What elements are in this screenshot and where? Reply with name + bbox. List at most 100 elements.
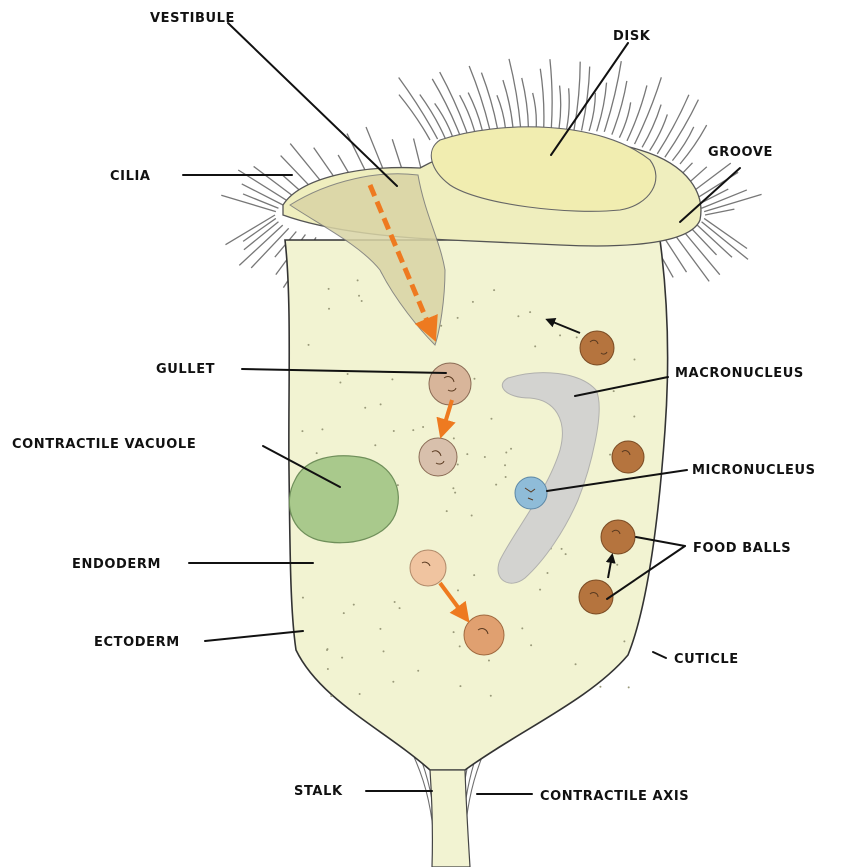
speckle	[534, 345, 536, 347]
cilium	[582, 67, 590, 131]
cilium	[497, 95, 506, 132]
cilium	[650, 114, 668, 150]
speckle	[392, 681, 394, 683]
speckle	[457, 589, 459, 591]
speckle	[530, 644, 532, 646]
label-gullet: GULLET	[156, 362, 215, 377]
speckle	[459, 685, 461, 687]
speckle	[505, 452, 507, 454]
food-ball	[419, 438, 457, 476]
speckle	[473, 574, 475, 576]
speckle	[302, 597, 304, 599]
speckle	[412, 429, 414, 431]
speckle	[357, 279, 359, 281]
speckle	[521, 627, 523, 629]
speckle	[417, 670, 419, 672]
food-ball	[580, 331, 614, 365]
speckle	[341, 657, 343, 659]
speckle	[546, 572, 548, 574]
cilium	[704, 218, 747, 248]
speckle	[576, 336, 578, 338]
cilium	[691, 228, 716, 255]
speckle	[327, 668, 329, 670]
speckle	[353, 604, 355, 606]
speckle	[440, 325, 442, 327]
speckle	[495, 484, 497, 486]
speckle	[358, 295, 360, 297]
speckle	[383, 650, 385, 652]
speckle	[379, 628, 381, 630]
cilium	[481, 73, 498, 133]
speckle	[504, 464, 506, 466]
speckle	[399, 607, 401, 609]
cilium	[243, 194, 278, 208]
speckle	[490, 418, 492, 420]
speckle	[446, 510, 448, 512]
speckle	[616, 564, 618, 566]
food-ball	[429, 363, 471, 405]
food-ball	[410, 550, 446, 586]
cilium	[420, 95, 445, 139]
cilium	[239, 225, 282, 265]
speckle	[488, 660, 490, 662]
label-vestibule: VESTIBULE	[150, 11, 235, 26]
cilium	[559, 86, 561, 130]
speckle	[330, 695, 332, 697]
speckle	[316, 452, 318, 454]
cilium	[566, 88, 569, 130]
speckle	[454, 492, 456, 494]
speckle	[374, 444, 376, 446]
speckle	[457, 464, 459, 466]
label-contractile-vacuole: CONTRACTILE VACUOLE	[12, 437, 196, 452]
speckle	[561, 548, 563, 550]
speckle	[510, 448, 512, 450]
speckle	[493, 289, 495, 291]
speckle	[339, 381, 341, 383]
food-ball	[579, 580, 613, 614]
speckle	[472, 301, 474, 303]
speckle	[599, 686, 601, 688]
speckle	[301, 430, 303, 432]
speckle	[539, 589, 541, 591]
cilium	[432, 79, 460, 136]
speckle	[505, 476, 507, 478]
speckle	[452, 487, 454, 489]
speckle	[397, 484, 399, 486]
cilium	[522, 78, 529, 131]
cilium	[435, 103, 453, 137]
speckle	[391, 378, 393, 380]
cilium	[672, 127, 693, 161]
speckle	[575, 663, 577, 665]
cilium	[627, 85, 647, 140]
speckle	[459, 645, 461, 647]
cilium	[635, 77, 662, 144]
speckle	[343, 612, 345, 614]
speckle	[347, 373, 349, 375]
speckle	[393, 430, 395, 432]
speckle	[628, 686, 630, 688]
label-stalk: STALK	[294, 784, 343, 799]
label-cilia: CILIA	[110, 169, 151, 184]
speckle	[328, 288, 330, 290]
cilium	[399, 77, 438, 139]
speckle	[326, 649, 328, 651]
speckle	[484, 456, 486, 458]
label-micronucleus: MICRONUCLEUS	[692, 463, 816, 478]
label-endoderm: ENDODERM	[72, 557, 161, 572]
speckle	[609, 454, 611, 456]
label-ectoderm: ECTODERM	[94, 635, 180, 650]
food-ball	[601, 520, 635, 554]
speckle	[471, 515, 473, 517]
speckle	[457, 317, 459, 319]
stalk	[430, 770, 470, 867]
speckle	[633, 358, 635, 360]
food-ball	[612, 441, 644, 473]
micronucleus	[515, 477, 547, 509]
speckle	[321, 428, 323, 430]
speckle	[453, 631, 455, 633]
cilium	[604, 61, 621, 132]
speckle	[613, 390, 615, 392]
label-macronucleus: MACRONUCLEUS	[675, 366, 804, 381]
cilium	[509, 59, 521, 131]
cuticle-edge	[653, 652, 666, 658]
